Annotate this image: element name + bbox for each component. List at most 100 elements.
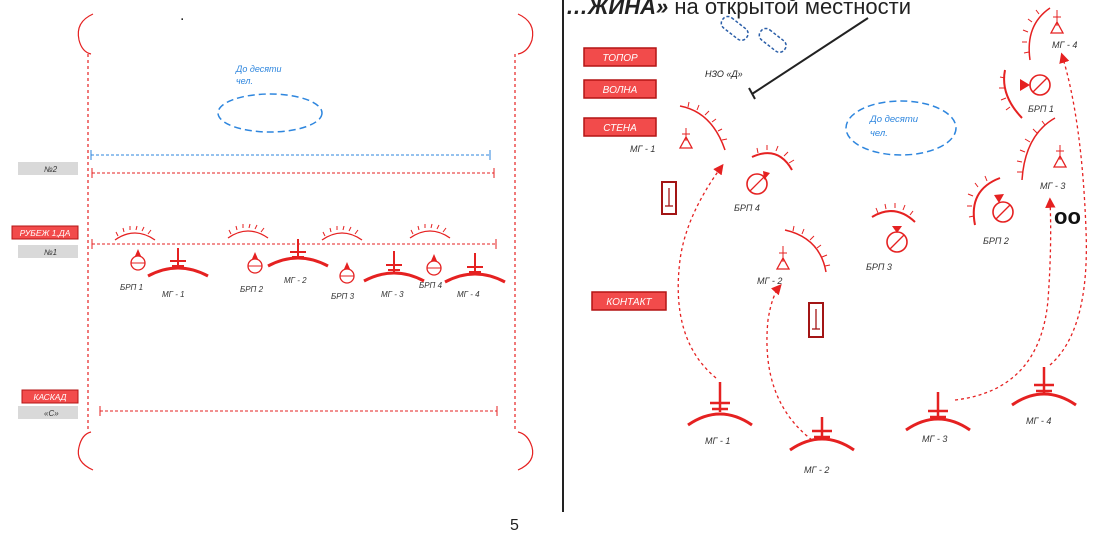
- svg-text:БРП 4: БРП 4: [734, 203, 760, 213]
- svg-text:МГ - 2: МГ - 2: [804, 465, 829, 475]
- fwd-mg-3: МГ - 3: [1016, 117, 1068, 191]
- frame-corner-tr: [517, 13, 534, 55]
- box-kaskad: [21, 389, 79, 404]
- svg-text:МГ - 2: МГ - 2: [757, 276, 782, 286]
- cloud-right-label-2: чел.: [870, 128, 888, 139]
- frame-corner-tl: [77, 13, 94, 55]
- fire-sector-arc: [114, 232, 156, 241]
- brp-label: БРП 1: [120, 283, 143, 292]
- arrow-mg4: [1049, 52, 1088, 366]
- brp-1: БРП 1: [999, 69, 1054, 119]
- brp-label: БРП 3: [331, 292, 355, 301]
- box-rubezh: [11, 225, 79, 240]
- mg-symbol: [363, 271, 425, 283]
- box-stena-label: СТЕНА: [603, 123, 637, 134]
- cloud-label-1: До десяти: [235, 64, 282, 74]
- header-title-rest: на открытой местности: [674, 0, 911, 19]
- fire-sector-ticks: [410, 223, 447, 235]
- fire-sector-ticks: [322, 225, 359, 237]
- brp-label: БРП 2: [240, 285, 264, 294]
- mg-label: МГ - 1: [162, 290, 185, 299]
- marker-rect-1: [661, 181, 677, 215]
- line-s: [99, 406, 498, 416]
- frame-corner-br: [517, 431, 534, 471]
- svg-text:БРП 1: БРП 1: [1028, 104, 1054, 114]
- left-unit-1: БРП 1 МГ - 1: [114, 225, 209, 299]
- mg-label: МГ - 2: [284, 276, 307, 285]
- rear-mg-1: МГ - 1: [687, 382, 753, 446]
- box-topor-label: ТОПОР: [602, 53, 638, 64]
- binoculars-icon: oo: [1054, 204, 1081, 229]
- rear-mg-4: МГ - 4: [1011, 367, 1077, 426]
- nzo-label: НЗО «Д»: [705, 69, 743, 79]
- box-volna: [583, 79, 657, 99]
- box-kontakt: [591, 291, 667, 311]
- cloud-label-2: чел.: [236, 76, 253, 86]
- mg-label: МГ - 3: [381, 290, 404, 299]
- svg-text:МГ - 4: МГ - 4: [1026, 416, 1051, 426]
- header-title-bold: …ЖИНА»: [566, 0, 668, 19]
- line-no2: [90, 150, 495, 178]
- arrow-mg2: [766, 284, 813, 441]
- mg-symbol: [147, 266, 209, 278]
- fwd-mg-1: МГ - 1: [630, 101, 728, 154]
- left-unit-3: БРП 3 МГ - 3: [321, 225, 425, 301]
- brp-2: БРП 2: [967, 175, 1014, 246]
- tag-s-label: «С»: [44, 409, 59, 418]
- tag-no1: [18, 245, 78, 258]
- svg-text:МГ - 1: МГ - 1: [630, 144, 655, 154]
- crowd-ellipse-right: [845, 100, 957, 156]
- fire-sector-ticks: [115, 225, 152, 237]
- mg-symbol: [267, 256, 329, 268]
- arrow-mg1: [677, 163, 724, 379]
- vehicle-capsule: [758, 27, 787, 54]
- line-no1: [91, 239, 497, 249]
- svg-text:БРП 2: БРП 2: [983, 236, 1009, 246]
- rear-mg-2: МГ - 2: [789, 417, 855, 475]
- arrow-mg3: [954, 197, 1056, 401]
- page-number: 5: [510, 517, 519, 534]
- fire-sector-arc: [409, 230, 451, 239]
- mg-symbol: [444, 272, 506, 284]
- rear-mg-3: МГ - 3: [905, 392, 971, 444]
- fire-sector-arc: [321, 232, 363, 241]
- box-topor: [583, 47, 657, 67]
- svg-text:МГ - 3: МГ - 3: [922, 434, 947, 444]
- brp-3: БРП 3: [866, 203, 916, 272]
- movement-arrows: [677, 52, 1088, 441]
- fire-sector-ticks: [228, 223, 265, 235]
- box-stena: [583, 117, 657, 137]
- tag-no2-label: №2: [44, 165, 58, 174]
- tag-no1-label: №1: [44, 248, 57, 257]
- header-title: …ЖИНА» на открытой местности: [566, 0, 911, 19]
- fire-sector-arc: [227, 230, 269, 239]
- svg-text:БРП 3: БРП 3: [866, 262, 892, 272]
- marker-rect-2: [808, 302, 824, 338]
- box-rubezh-label: РУБЕЖ 1,ДА: [20, 228, 71, 238]
- svg-text:МГ - 3: МГ - 3: [1040, 181, 1065, 191]
- fwd-mg-2: МГ - 2: [757, 225, 831, 286]
- svg-text:МГ - 4: МГ - 4: [1052, 40, 1077, 50]
- right-panel: …ЖИНА» на открытой местности НЗО «Д» ТОП…: [566, 0, 1088, 475]
- tag-no2: [18, 162, 78, 175]
- box-kontakt-label: КОНТАКТ: [606, 297, 652, 308]
- cloud-right-label-1: До десяти: [869, 114, 919, 125]
- nzo-line: [751, 17, 869, 95]
- left-unit-2: БРП 2 МГ - 2: [227, 223, 329, 294]
- left-panel: . До десяти чел.: [11, 7, 534, 471]
- frame-corner-bl: [77, 431, 94, 471]
- vehicle-icons: [720, 15, 787, 54]
- box-volna-label: ВОЛНА: [603, 85, 638, 96]
- svg-text:МГ - 1: МГ - 1: [705, 436, 730, 446]
- left-frame: [77, 13, 534, 471]
- brp-label: БРП 4: [419, 281, 443, 290]
- crowd-ellipse: [217, 93, 323, 133]
- tag-s: [18, 406, 78, 419]
- mg-label: МГ - 4: [457, 290, 480, 299]
- left-unit-4: БРП 4 МГ - 4: [409, 223, 506, 299]
- fwd-mg-4: МГ - 4: [1022, 7, 1077, 61]
- header-dot: .: [180, 7, 184, 24]
- box-kaskad-label: КАСКАД: [33, 392, 66, 402]
- vehicle-capsule: [720, 15, 749, 42]
